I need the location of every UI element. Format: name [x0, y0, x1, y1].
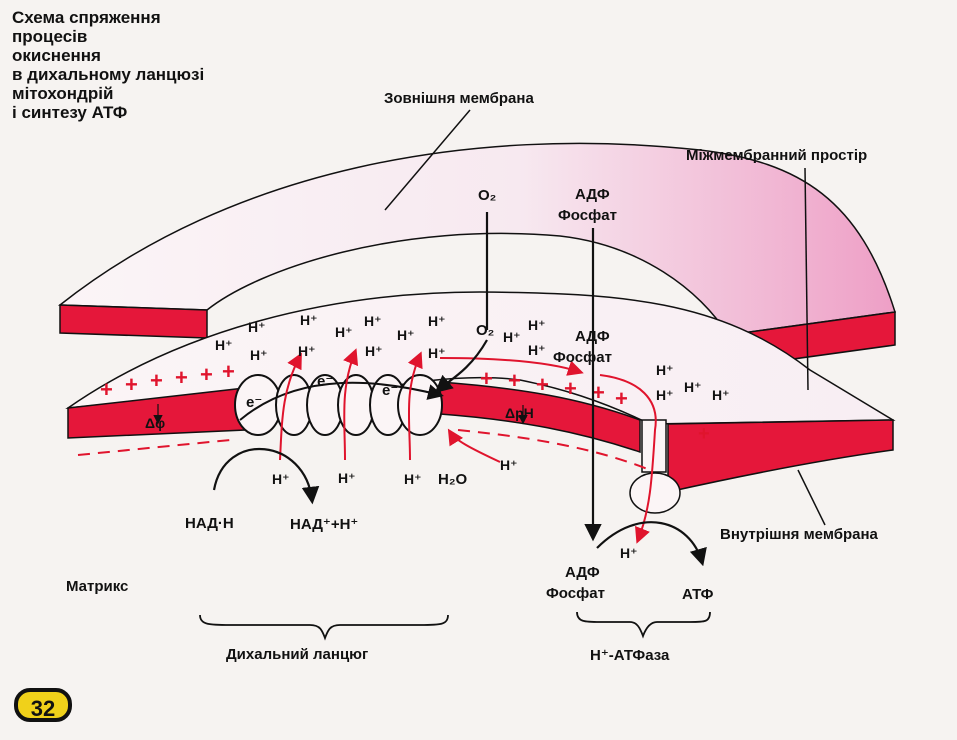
- outer-label-leader: [384, 109, 471, 211]
- h2o-label: H₂O: [438, 471, 467, 488]
- svg-labels: O₂ O₂ H₂O Δφ ΔpH e⁻ e⁻ e⁻ H⁺ H⁺ H⁺ H⁺ H⁺…: [145, 187, 730, 561]
- respiratory-chain-label: Дихальний ланцюг: [226, 646, 369, 663]
- matrix-label: Матрикс: [66, 578, 129, 595]
- proton-label: H⁺: [365, 343, 383, 359]
- braces: [199, 611, 711, 641]
- plus-sign: +: [480, 366, 493, 391]
- atp-arc: [596, 521, 707, 567]
- electron-carrier-chain: [234, 374, 444, 436]
- proton-label: H⁺: [620, 545, 638, 561]
- plus-sign: +: [536, 372, 549, 397]
- adp-mid-label: АДФ: [575, 328, 610, 345]
- plus-sign: +: [592, 380, 605, 405]
- plus-sign: +: [175, 365, 188, 390]
- proton-label: H⁺: [712, 387, 730, 403]
- proton-label: H⁺: [272, 471, 290, 487]
- plus-sign: +: [564, 376, 577, 401]
- resp-chain-brace: [199, 614, 449, 641]
- process-lines: [153, 109, 826, 567]
- inner-membrane-right-segment: [667, 419, 894, 493]
- proton-label: H⁺: [503, 329, 521, 345]
- proton-label: H⁺: [528, 317, 546, 333]
- proton-label: H⁺: [298, 343, 316, 359]
- phosphate-bottom-label: Фосфат: [546, 585, 605, 602]
- outer-membrane-top-face: [57, 142, 896, 336]
- plus-sign: +: [222, 359, 235, 384]
- proton-label: H⁺: [656, 362, 674, 378]
- diagram-title: Схема спряження процесів окиснення в дих…: [12, 8, 205, 122]
- proton-label: H⁺: [300, 312, 318, 328]
- proton-label: H⁺: [684, 379, 702, 395]
- proton-label: H⁺: [528, 342, 546, 358]
- nad-label: НАД⁺+Н⁺: [290, 516, 359, 533]
- o2-top-label: O₂: [478, 187, 496, 204]
- atpase-brace: [576, 611, 711, 639]
- proton-label: H⁺: [364, 313, 382, 329]
- electron-label: e⁻: [317, 373, 333, 390]
- electron-label: e⁻: [382, 382, 398, 399]
- inner-label-leader: [797, 469, 826, 526]
- plus-sign: +: [698, 423, 710, 445]
- proton-flow-arrows: [279, 348, 657, 544]
- page-number-badge: 32: [14, 688, 72, 722]
- proton-label: H⁺: [428, 345, 446, 361]
- plus-sign: +: [508, 368, 521, 393]
- nadh-label: НАД·Н: [185, 515, 234, 532]
- proton-label: H⁺: [404, 471, 422, 487]
- proton-label: H⁺: [215, 337, 233, 353]
- inner-membrane-mid-segment: [439, 381, 641, 454]
- plus-sign: +: [200, 362, 213, 387]
- proton-label: H⁺: [335, 324, 353, 340]
- o2-mid-label: O₂: [476, 322, 494, 339]
- proton-label: H⁺: [656, 387, 674, 403]
- atp-label: АТФ: [682, 586, 714, 603]
- proton-label: H⁺: [250, 347, 268, 363]
- ims-label-leader: [804, 167, 809, 391]
- atp-synthase-knob: [629, 419, 681, 514]
- adp-top-label: АДФ: [575, 186, 610, 203]
- phosphate-mid-label: Фосфат: [553, 349, 612, 366]
- o2-arrow: [434, 339, 488, 393]
- delta-phi-label: Δφ: [145, 415, 165, 431]
- adp-bottom-label: АДФ: [565, 564, 600, 581]
- intermembrane-space-label: Міжмембранний простір: [686, 147, 868, 164]
- nad-arc: [212, 447, 320, 505]
- proton-label: H⁺: [338, 470, 356, 486]
- proton-label: H⁺: [248, 319, 266, 335]
- plus-sign: +: [125, 372, 138, 397]
- membrane-charges: + + + + + + + + + + + + +: [77, 359, 710, 471]
- phosphate-top-label: Фосфат: [558, 207, 617, 224]
- plus-sign: +: [150, 368, 163, 393]
- inner-membrane-label: Внутрішня мембрана: [720, 526, 878, 543]
- proton-label: H⁺: [428, 313, 446, 329]
- proton-label: H⁺: [500, 457, 518, 473]
- outer-membrane-label: Зовнішня мембрана: [384, 90, 534, 107]
- outer-membrane-left-edge: [59, 304, 208, 339]
- electron-label: e⁻: [246, 394, 262, 411]
- proton-label: H⁺: [397, 327, 415, 343]
- plus-sign: +: [100, 377, 113, 402]
- atp-synthase-label: H⁺-АТФаза: [590, 647, 670, 664]
- delta-ph-label: ΔpH: [505, 405, 534, 421]
- plus-sign: +: [615, 386, 628, 411]
